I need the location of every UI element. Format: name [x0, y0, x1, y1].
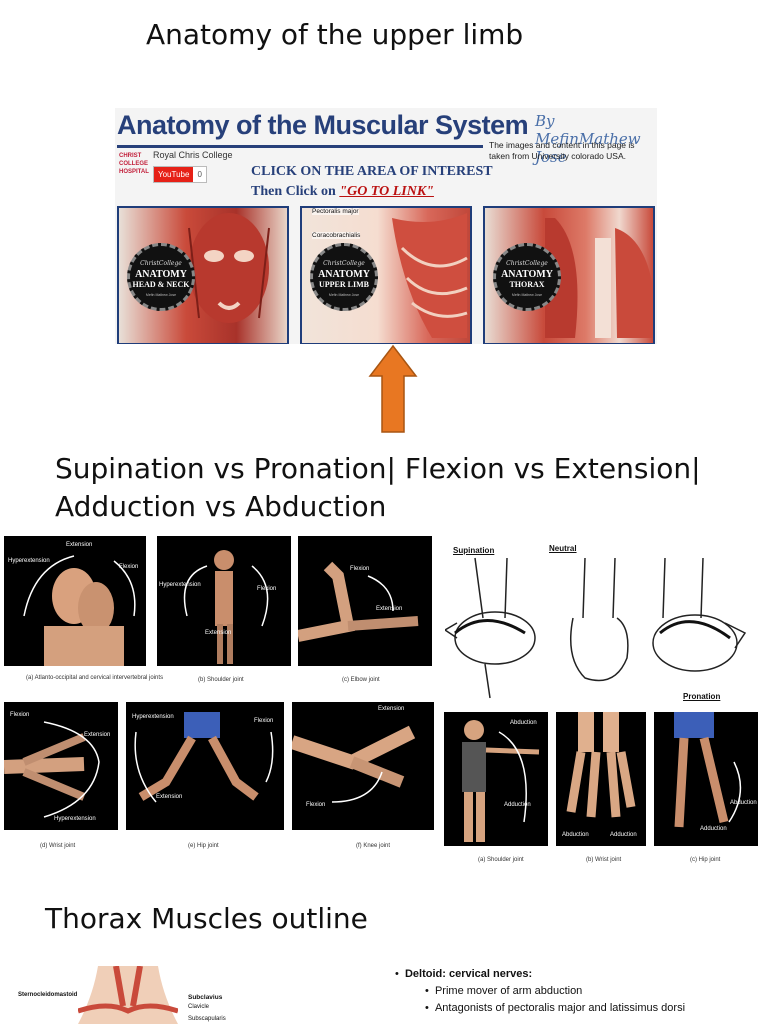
- caption-i: (c) Hip joint: [690, 857, 721, 863]
- caption-c: (c) Elbow joint: [342, 677, 380, 683]
- caption-g: (a) Shoulder joint: [478, 857, 524, 863]
- banner-rule: [117, 145, 483, 148]
- supination-pronation-diagram: Supination Neutral Pronation: [445, 538, 761, 706]
- credit-text: The images and content in this page is t…: [489, 140, 635, 161]
- label-supination: Supination: [453, 546, 495, 555]
- slide-title-thorax: Thorax Muscles outline: [45, 902, 368, 935]
- caption-f: (f) Knee joint: [356, 843, 391, 849]
- label-pectoralis: Pectoralis major: [312, 208, 359, 215]
- instruction-text: Then Click on: [251, 184, 336, 199]
- banner-title: Anatomy of the Muscular System: [117, 110, 529, 140]
- caption-e: (e) Hip joint: [188, 843, 219, 849]
- youtube-icon: YouTube: [154, 167, 194, 182]
- chest-muscle-art: [392, 213, 468, 338]
- slide-title-motions-2: Adduction vs Abduction: [55, 490, 387, 523]
- hospital-logo: CHRIST COLLEGE HOSPITAL: [119, 153, 149, 175]
- photo-shoulder-abduction: Abduction Adduction: [444, 712, 548, 846]
- label-coracobrachialis: Coracobrachialis: [312, 232, 361, 239]
- instruction-line-1: CLICK ON THE AREA OF INTEREST: [251, 164, 493, 179]
- photo-elbow-motion: Flexion Extension: [298, 536, 432, 666]
- youtube-button[interactable]: YouTube 0: [153, 166, 207, 183]
- thorax-muscle-illustration: Sternocleidomastoid Subclavius Clavicle …: [18, 966, 248, 1024]
- slide-title-motions-1: Supination vs Pronation| Flexion vs Exte…: [55, 452, 701, 485]
- photo-hip-motion: Hyperextension Flexion Extension: [126, 702, 284, 830]
- tile-thorax[interactable]: ChristCollege ANATOMY THORAX Mefin Mathe…: [483, 206, 655, 344]
- muscular-system-banner[interactable]: Anatomy of the Muscular System By MefinM…: [115, 108, 657, 344]
- photo-shoulder-motion: Hyperextension Flexion Extension: [157, 536, 291, 666]
- slide-title-upper-limb: Anatomy of the upper limb: [146, 18, 524, 51]
- caption-a: (a) Atlanto-occipital and cervical inter…: [26, 675, 164, 681]
- youtube-count: 0: [197, 170, 202, 179]
- go-to-link[interactable]: "GO TO LINK": [339, 184, 434, 199]
- photo-wrist-abduction: Abduction Adduction: [556, 712, 646, 846]
- photo-hip-abduction: Abduction Adduction: [654, 712, 758, 846]
- photo-wrist-motion: Flexion Extension Hyperextension: [4, 702, 118, 830]
- tile-upper-limb[interactable]: Pectoralis major Coracobrachialis Christ…: [300, 206, 472, 344]
- label-neutral: Neutral: [549, 544, 577, 553]
- caption-b: (b) Shoulder joint: [198, 677, 244, 683]
- photo-knee-motion: Extension Flexion: [292, 702, 434, 830]
- thorax-muscle-art: [545, 218, 653, 338]
- deltoid-bullets: • Deltoid: cervical nerves: • Prime move…: [395, 968, 686, 1014]
- up-arrow-icon: [368, 344, 418, 433]
- signature: By MefinMathew Jose: [535, 112, 641, 166]
- caption-d: (d) Wrist joint: [40, 843, 76, 849]
- instruction-line-2: Then Click on "GO TO LINK": [251, 184, 434, 200]
- college-name: Royal Chris College: [153, 150, 233, 160]
- caption-h: (b) Wrist joint: [586, 857, 622, 863]
- tile-head-neck[interactable]: ChristCollege ANATOMY HEAD & NECK Mefin …: [117, 206, 289, 344]
- label-pronation: Pronation: [683, 692, 721, 701]
- head-muscle-art: [188, 213, 270, 323]
- photo-neck-motion: Extension Hyperextension Flexion: [4, 536, 146, 666]
- badge-upper-limb: ChristCollege ANATOMY UPPER LIMB Mefin M…: [310, 243, 378, 311]
- badge-thorax: ChristCollege ANATOMY THORAX Mefin Mathe…: [493, 243, 561, 311]
- badge-head-neck: ChristCollege ANATOMY HEAD & NECK Mefin …: [127, 243, 195, 311]
